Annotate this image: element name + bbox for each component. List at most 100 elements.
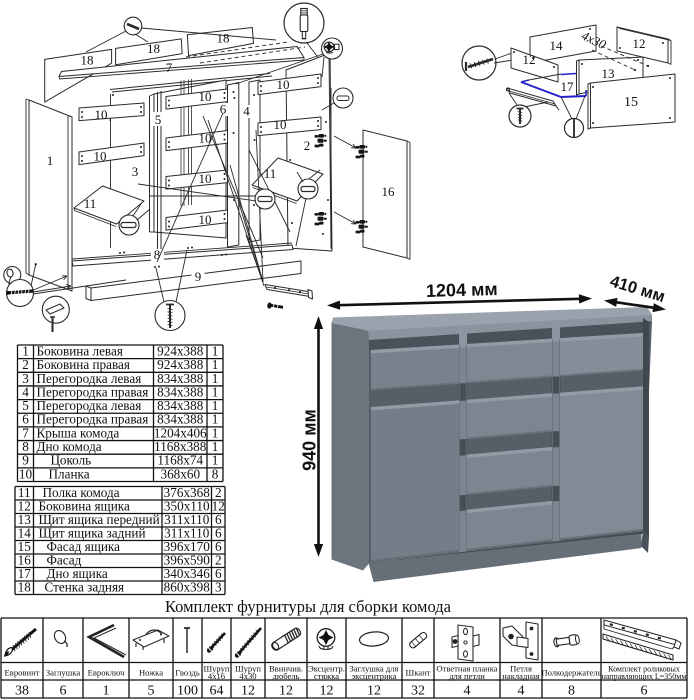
svg-text:Эксцентр.: Эксцентр. — [308, 664, 345, 674]
svg-text:4х30: 4х30 — [239, 671, 256, 681]
svg-text:Комплект фурнитуры для сборки: Комплект фурнитуры для сборки комода — [165, 597, 452, 616]
svg-text:Стенка задняя: Стенка задняя — [45, 579, 125, 594]
svg-text:16: 16 — [382, 184, 396, 199]
svg-text:6: 6 — [215, 566, 222, 581]
svg-text:17: 17 — [561, 79, 575, 94]
svg-text:10: 10 — [199, 212, 212, 227]
svg-text:1: 1 — [212, 357, 219, 372]
svg-text:Фасад: Фасад — [47, 552, 82, 567]
svg-text:Заглушка для: Заглушка для — [349, 664, 398, 674]
svg-text:Планка: Планка — [49, 466, 90, 481]
svg-text:10: 10 — [199, 131, 212, 146]
svg-text:3: 3 — [22, 371, 29, 386]
svg-text:1168х74: 1168х74 — [157, 453, 203, 468]
svg-text:13: 13 — [18, 512, 32, 527]
svg-text:10: 10 — [199, 171, 212, 186]
svg-text:924х388: 924х388 — [157, 343, 204, 358]
svg-text:8: 8 — [212, 466, 219, 481]
svg-text:Ввинчив.: Ввинчив. — [269, 664, 303, 674]
svg-text:Полка комода: Полка комода — [43, 485, 120, 500]
svg-text:64: 64 — [210, 684, 224, 699]
svg-text:Перегородка правая: Перегородка правая — [37, 412, 149, 427]
svg-text:2: 2 — [22, 357, 29, 372]
svg-text:11: 11 — [264, 166, 277, 181]
svg-text:1: 1 — [212, 412, 219, 427]
svg-text:1168х388: 1168х388 — [154, 439, 207, 454]
svg-text:Ножка: Ножка — [139, 668, 163, 678]
svg-text:4: 4 — [464, 684, 471, 699]
svg-text:12: 12 — [212, 498, 225, 513]
svg-text:396х170: 396х170 — [164, 539, 211, 554]
svg-text:11: 11 — [18, 485, 31, 500]
svg-text:10: 10 — [95, 107, 108, 122]
svg-text:340х346: 340х346 — [164, 566, 211, 581]
svg-text:924х388: 924х388 — [157, 357, 204, 372]
svg-text:834х388: 834х388 — [157, 398, 204, 413]
svg-text:Шуруп: Шуруп — [235, 664, 261, 674]
svg-text:834х388: 834х388 — [157, 384, 204, 399]
svg-text:Щит ящика задний: Щит ящика задний — [39, 525, 146, 540]
svg-text:1: 1 — [212, 453, 219, 468]
svg-text:3: 3 — [215, 579, 222, 594]
svg-text:18: 18 — [217, 31, 230, 46]
svg-text:Щит ящика передний: Щит ящика передний — [39, 512, 160, 527]
svg-text:эксцентрика: эксцентрика — [351, 671, 396, 681]
svg-text:14: 14 — [18, 525, 32, 540]
svg-text:8: 8 — [154, 247, 161, 262]
svg-text:для петли: для петли — [449, 671, 485, 681]
svg-text:311х110: 311х110 — [164, 525, 210, 540]
svg-text:38: 38 — [15, 684, 29, 699]
svg-text:16: 16 — [18, 552, 32, 567]
svg-text:834х388: 834х388 — [157, 371, 204, 386]
svg-text:15: 15 — [624, 95, 638, 110]
svg-text:9: 9 — [22, 453, 29, 468]
svg-text:4: 4 — [22, 384, 29, 399]
svg-text:Боковина ящика: Боковина ящика — [39, 498, 130, 513]
svg-text:1: 1 — [22, 343, 29, 358]
svg-text:18: 18 — [147, 41, 160, 56]
svg-text:5: 5 — [22, 398, 29, 413]
svg-text:940 мм: 940 мм — [300, 409, 320, 471]
svg-text:Евровинт: Евровинт — [5, 668, 40, 678]
svg-text:10: 10 — [277, 77, 290, 92]
svg-text:стяжка: стяжка — [314, 671, 339, 681]
svg-text:Боковина левая: Боковина левая — [37, 343, 123, 358]
svg-text:Евроключ: Евроключ — [88, 668, 125, 678]
svg-text:Крыша комода: Крыша комода — [37, 425, 120, 440]
svg-text:10: 10 — [199, 89, 212, 104]
svg-text:Боковина правая: Боковина правая — [37, 357, 130, 372]
svg-text:Гвоздь: Гвоздь — [175, 668, 200, 678]
svg-text:6: 6 — [215, 539, 222, 554]
svg-text:350х110: 350х110 — [164, 498, 210, 513]
svg-text:10: 10 — [19, 466, 33, 481]
svg-text:6: 6 — [22, 412, 29, 427]
svg-text:10: 10 — [94, 149, 107, 164]
svg-text:4: 4 — [518, 684, 525, 699]
svg-text:Шкант: Шкант — [406, 668, 431, 678]
svg-text:834х388: 834х388 — [157, 412, 204, 427]
svg-text:376х368: 376х368 — [164, 485, 211, 500]
svg-text:Ответная планка: Ответная планка — [436, 664, 497, 674]
svg-text:Дно комода: Дно комода — [37, 439, 102, 454]
svg-text:Перегородка левая: Перегородка левая — [37, 371, 142, 386]
svg-text:11: 11 — [84, 196, 97, 211]
svg-text:1: 1 — [212, 343, 219, 358]
svg-text:1: 1 — [212, 398, 219, 413]
svg-text:1: 1 — [47, 153, 54, 168]
svg-text:396х590: 396х590 — [164, 552, 211, 567]
svg-text:32: 32 — [411, 684, 425, 699]
svg-text:10: 10 — [274, 117, 287, 132]
svg-text:2: 2 — [215, 485, 222, 500]
svg-text:12: 12 — [241, 684, 255, 699]
svg-text:Петля: Петля — [510, 664, 532, 674]
svg-text:Заглушка: Заглушка — [46, 668, 80, 678]
svg-text:1204х406: 1204х406 — [154, 425, 207, 440]
svg-text:860х398: 860х398 — [164, 579, 211, 594]
svg-text:Шуруп: Шуруп — [203, 664, 229, 674]
svg-text:Перегородка правая: Перегородка правая — [37, 384, 149, 399]
svg-text:18: 18 — [81, 53, 94, 68]
svg-text:2: 2 — [304, 138, 311, 153]
svg-text:13: 13 — [602, 66, 615, 81]
svg-text:8: 8 — [22, 439, 29, 454]
svg-text:7: 7 — [22, 425, 29, 440]
